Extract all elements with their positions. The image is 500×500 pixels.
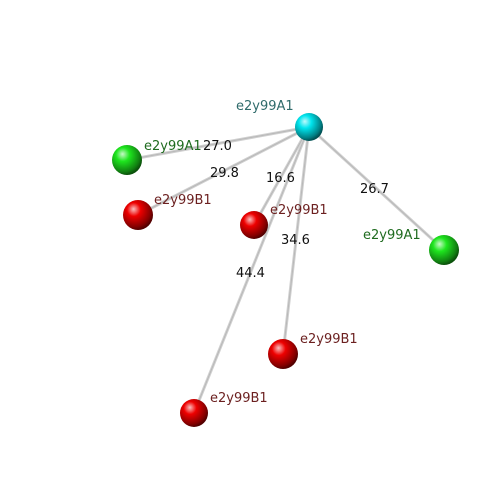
node-label-n4: e2y99A1 — [363, 228, 421, 243]
edge-center-to-n3 — [252, 125, 311, 227]
node-label-n2: e2y99B1 — [154, 193, 212, 208]
edge-center-to-n4 — [307, 125, 446, 252]
edge-label-n1: 27.0 — [203, 139, 232, 154]
edge-label-n5: 34.6 — [281, 233, 310, 248]
node-labels-layer: e2y99A1 e2y99B1 e2y99B1 e2y99A1 e2y99B1 e2y99… — [144, 99, 421, 406]
edge-labels-layer: 27.0 29.8 16.6 26.7 34.6 44.4 — [203, 139, 389, 281]
node-sphere-n6[interactable] — [180, 399, 208, 427]
node-label-n6: e2y99B1 — [210, 391, 268, 406]
nodes-layer — [112, 113, 459, 427]
node-label-n3: e2y99B1 — [270, 203, 328, 218]
node-sphere-n4[interactable] — [429, 235, 459, 265]
node-sphere-n1[interactable] — [112, 145, 142, 175]
node-sphere-n3[interactable] — [240, 211, 268, 239]
node-sphere-n2[interactable] — [123, 200, 153, 230]
edge-center-to-n2 — [136, 125, 311, 217]
edge-label-n2: 29.8 — [210, 166, 239, 181]
edge-center-to-n1 — [125, 125, 311, 162]
edge-label-n6: 44.4 — [236, 266, 265, 281]
node-sphere-n5[interactable] — [268, 339, 298, 369]
edges-layer — [125, 125, 446, 415]
center-node-label: e2y99A1 — [236, 99, 294, 114]
node-label-n1: e2y99A1 — [144, 139, 202, 154]
edge-label-n3: 16.6 — [266, 171, 295, 186]
node-label-n5: e2y99B1 — [300, 332, 358, 347]
edge-center-to-n5 — [281, 125, 311, 356]
edge-center-to-n6 — [192, 125, 311, 415]
edge-label-n4: 26.7 — [360, 182, 389, 197]
center-node-sphere[interactable] — [295, 113, 323, 141]
